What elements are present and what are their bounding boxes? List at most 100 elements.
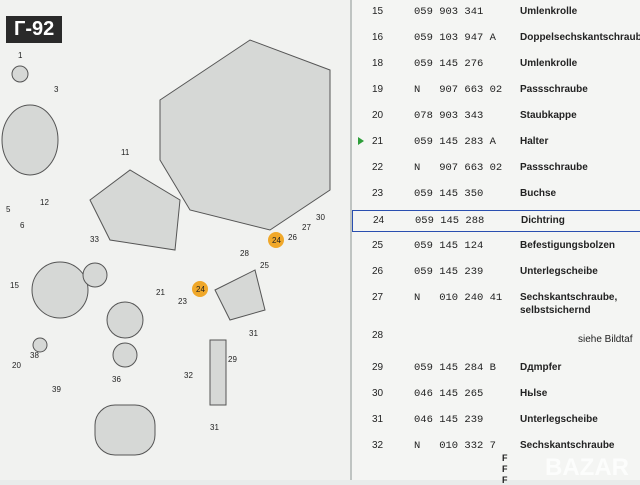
part-description: Hьlse <box>520 388 548 399</box>
listing-tag: Г-92 <box>6 16 63 43</box>
callout-label[interactable]: 20 <box>12 361 21 370</box>
table-row[interactable]: 29 059 145 284 B Dдmpfer <box>352 358 640 382</box>
part-number: 059 103 947 A <box>414 32 496 44</box>
pulley <box>82 262 108 288</box>
position-number: 26 <box>372 266 384 277</box>
callout-label[interactable]: 1 <box>18 51 23 60</box>
callout-label[interactable]: 15 <box>10 281 19 290</box>
table-row[interactable]: 21 059 145 283 A Halter <box>352 132 640 156</box>
damper <box>209 339 227 406</box>
part-number: 059 145 124 <box>414 240 484 252</box>
table-row[interactable]: 27 N 010 240 41 Sechskantschraube, selbstsi… <box>352 288 640 316</box>
table-row[interactable]: 24 059 145 288 Dichtring <box>352 210 640 232</box>
position-number: 15 <box>372 6 384 17</box>
part-description: Halter <box>520 136 549 147</box>
callout-label[interactable]: 27 <box>302 223 311 232</box>
part-number: 059 145 288 <box>415 215 485 227</box>
part-description: Dichtring <box>521 215 565 226</box>
watermark: BAZAR <box>545 454 629 481</box>
position-number: 21 <box>372 136 384 147</box>
highlight-marker <box>192 281 208 297</box>
position-number: 22 <box>372 162 384 173</box>
pulley <box>112 342 138 368</box>
sub-entry: F <box>502 464 508 474</box>
part-number: N 010 332 7 <box>414 440 496 452</box>
position-number: 31 <box>372 414 384 425</box>
part-description: Sechskantschraube, <box>520 292 618 303</box>
sensor <box>11 65 29 83</box>
part-description: Umlenkrolle <box>520 58 578 69</box>
part-description: Unterlegscheibe <box>520 414 598 425</box>
part-description: Dдmpfer <box>520 362 562 373</box>
callout-label[interactable]: 24 <box>272 236 281 245</box>
position-number: 32 <box>372 440 384 451</box>
part-description: Unterlegscheibe <box>520 266 598 277</box>
callout-label[interactable]: 21 <box>156 288 165 297</box>
part-number: 046 145 265 <box>414 388 484 400</box>
part-description: Passschraube <box>520 84 588 95</box>
part-number: 059 145 350 <box>414 188 484 200</box>
callout-label[interactable]: 31 <box>210 423 219 432</box>
part-description: Staubkappe <box>520 110 577 121</box>
part-description: Buchse <box>520 188 557 199</box>
position-number: 28 <box>372 330 384 341</box>
part-number: 059 145 239 <box>414 266 484 278</box>
part-number: 059 145 283 A <box>414 136 496 148</box>
current-row-arrow-icon <box>358 137 364 145</box>
callout-label[interactable]: 32 <box>184 371 193 380</box>
pulley <box>106 301 144 339</box>
table-row[interactable]: 28 siehe Bildtaf <box>352 326 640 350</box>
callout-label[interactable]: 23 <box>178 297 187 306</box>
part-description: Sechskantschraube <box>520 440 615 451</box>
callout-label[interactable]: 33 <box>90 235 99 244</box>
part-number: 059 145 284 B <box>414 362 496 374</box>
callout-label[interactable]: 26 <box>288 233 297 242</box>
callout-label[interactable]: 39 <box>52 385 61 394</box>
cap <box>32 337 48 353</box>
callout-label[interactable]: 30 <box>316 213 325 222</box>
callout-label[interactable]: 3 <box>54 85 59 94</box>
position-number: 19 <box>372 84 384 95</box>
engine-block <box>159 39 331 231</box>
position-number: 24 <box>373 215 385 226</box>
callout-label[interactable]: 28 <box>240 249 249 258</box>
callout-label[interactable]: 25 <box>260 261 269 270</box>
callout-label[interactable]: 12 <box>40 198 49 207</box>
pulley <box>31 261 89 319</box>
reference-note[interactable]: siehe Bildtaf <box>578 334 633 345</box>
position-number: 25 <box>372 240 384 251</box>
position-number: 27 <box>372 292 384 303</box>
callout-label[interactable]: 24 <box>196 285 205 294</box>
part-number: N 010 240 41 <box>414 292 503 304</box>
table-row[interactable]: 26 059 145 239 Unterlegscheibe <box>352 262 640 286</box>
callout-label[interactable]: 36 <box>112 375 121 384</box>
highlight-marker <box>268 232 284 248</box>
alternator <box>1 104 59 176</box>
part-description: Doppelsechskantschraube <box>520 32 640 43</box>
callout-label[interactable]: 11 <box>121 148 130 157</box>
part-description: Passschraube <box>520 162 588 173</box>
callout-label[interactable]: 5 <box>6 205 11 214</box>
callout-label[interactable]: 6 <box>20 221 25 230</box>
sub-entry: F <box>502 453 508 463</box>
callout-label[interactable]: 29 <box>228 355 237 364</box>
tensioner-bracket <box>214 269 266 321</box>
timing-cover <box>89 169 181 251</box>
callout-label[interactable]: 38 <box>30 351 39 360</box>
position-number: 20 <box>372 110 384 121</box>
position-number: 29 <box>372 362 384 373</box>
callout-label[interactable]: 31 <box>249 329 258 338</box>
part-description-line2: selbstsichernd <box>520 305 591 316</box>
